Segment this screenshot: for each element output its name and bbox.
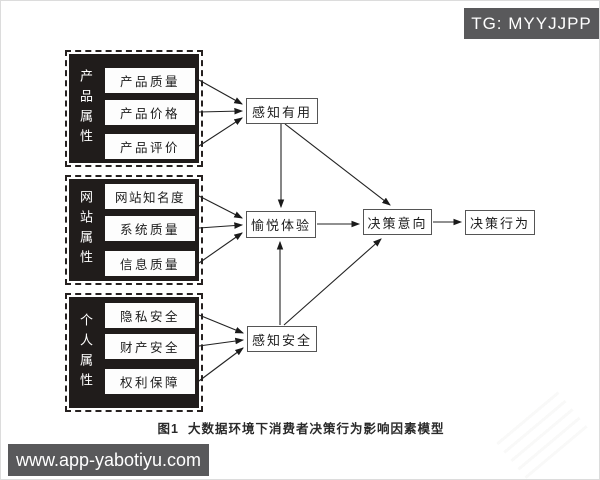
- item-rights-protection: 权利保障: [105, 369, 195, 394]
- item-product-review: 产品评价: [105, 134, 195, 159]
- item-website-popularity: 网站知名度: [105, 184, 195, 209]
- figure-caption-number: 图1: [157, 422, 179, 436]
- node-perceived-usefulness: 感知有用: [246, 98, 318, 124]
- item-system-quality: 系统质量: [105, 216, 195, 241]
- edge-隐私安全-感知安全: [198, 314, 245, 334]
- figure-caption-title: 大数据环境下消费者决策行为影响因素模型: [187, 422, 445, 436]
- node-pleasure-experience: 愉悦体验: [246, 211, 316, 238]
- group-product-attributes: 产品属性 产品质量 产品价格 产品评价: [65, 50, 203, 167]
- node-perceived-safety: 感知安全: [247, 326, 317, 352]
- watermark-url: www.app-yabotiyu.com: [15, 449, 202, 470]
- edge-信息质量-愉悦体验: [198, 232, 243, 264]
- edge-权利保障-感知安全: [198, 347, 244, 382]
- edge-财产安全-感知安全: [198, 337, 245, 347]
- item-information-quality: 信息质量: [105, 251, 195, 276]
- item-product-quality: 产品质量: [105, 68, 195, 93]
- figure-caption: 图1 大数据环境下消费者决策行为影响因素模型: [1, 418, 599, 437]
- item-property-security: 财产安全: [105, 334, 195, 359]
- item-product-price: 产品价格: [105, 100, 195, 125]
- group-website-inner: 网站属性 网站知名度 系统质量 信息质量: [69, 179, 199, 281]
- group-personal-attributes: 个人属性 隐私安全 财产安全 权利保障: [65, 293, 203, 412]
- group-product-inner: 产品属性 产品质量 产品价格 产品评价: [69, 54, 199, 163]
- edge-感知有用-决策意向: [284, 123, 391, 206]
- faint-diagonal-watermark: [494, 389, 588, 479]
- tg-badge-label: TG: MYYJJPP: [471, 13, 592, 33]
- edge-产品质量-感知有用: [198, 79, 243, 105]
- item-privacy-security: 隐私安全: [105, 303, 195, 328]
- group-personal-label: 个人属性: [78, 312, 93, 393]
- edge-网站知名度-愉悦体验: [198, 195, 243, 219]
- edge-系统质量-愉悦体验: [198, 222, 244, 229]
- edge-感知安全-决策意向: [283, 238, 382, 326]
- tg-badge: TG: MYYJJPP: [464, 8, 599, 39]
- group-website-label: 网站属性: [78, 190, 93, 270]
- group-personal-inner: 个人属性 隐私安全 财产安全 权利保障: [69, 297, 199, 408]
- edge-产品价格-感知有用: [198, 107, 244, 115]
- edge-产品评价-感知有用: [198, 117, 243, 147]
- node-decision-behavior: 决策行为: [465, 210, 535, 235]
- group-website-attributes: 网站属性 网站知名度 系统质量 信息质量: [65, 175, 203, 285]
- group-product-label: 产品属性: [78, 68, 93, 149]
- node-decision-intention: 决策意向: [363, 209, 432, 235]
- watermark-bar: www.app-yabotiyu.com: [8, 444, 209, 476]
